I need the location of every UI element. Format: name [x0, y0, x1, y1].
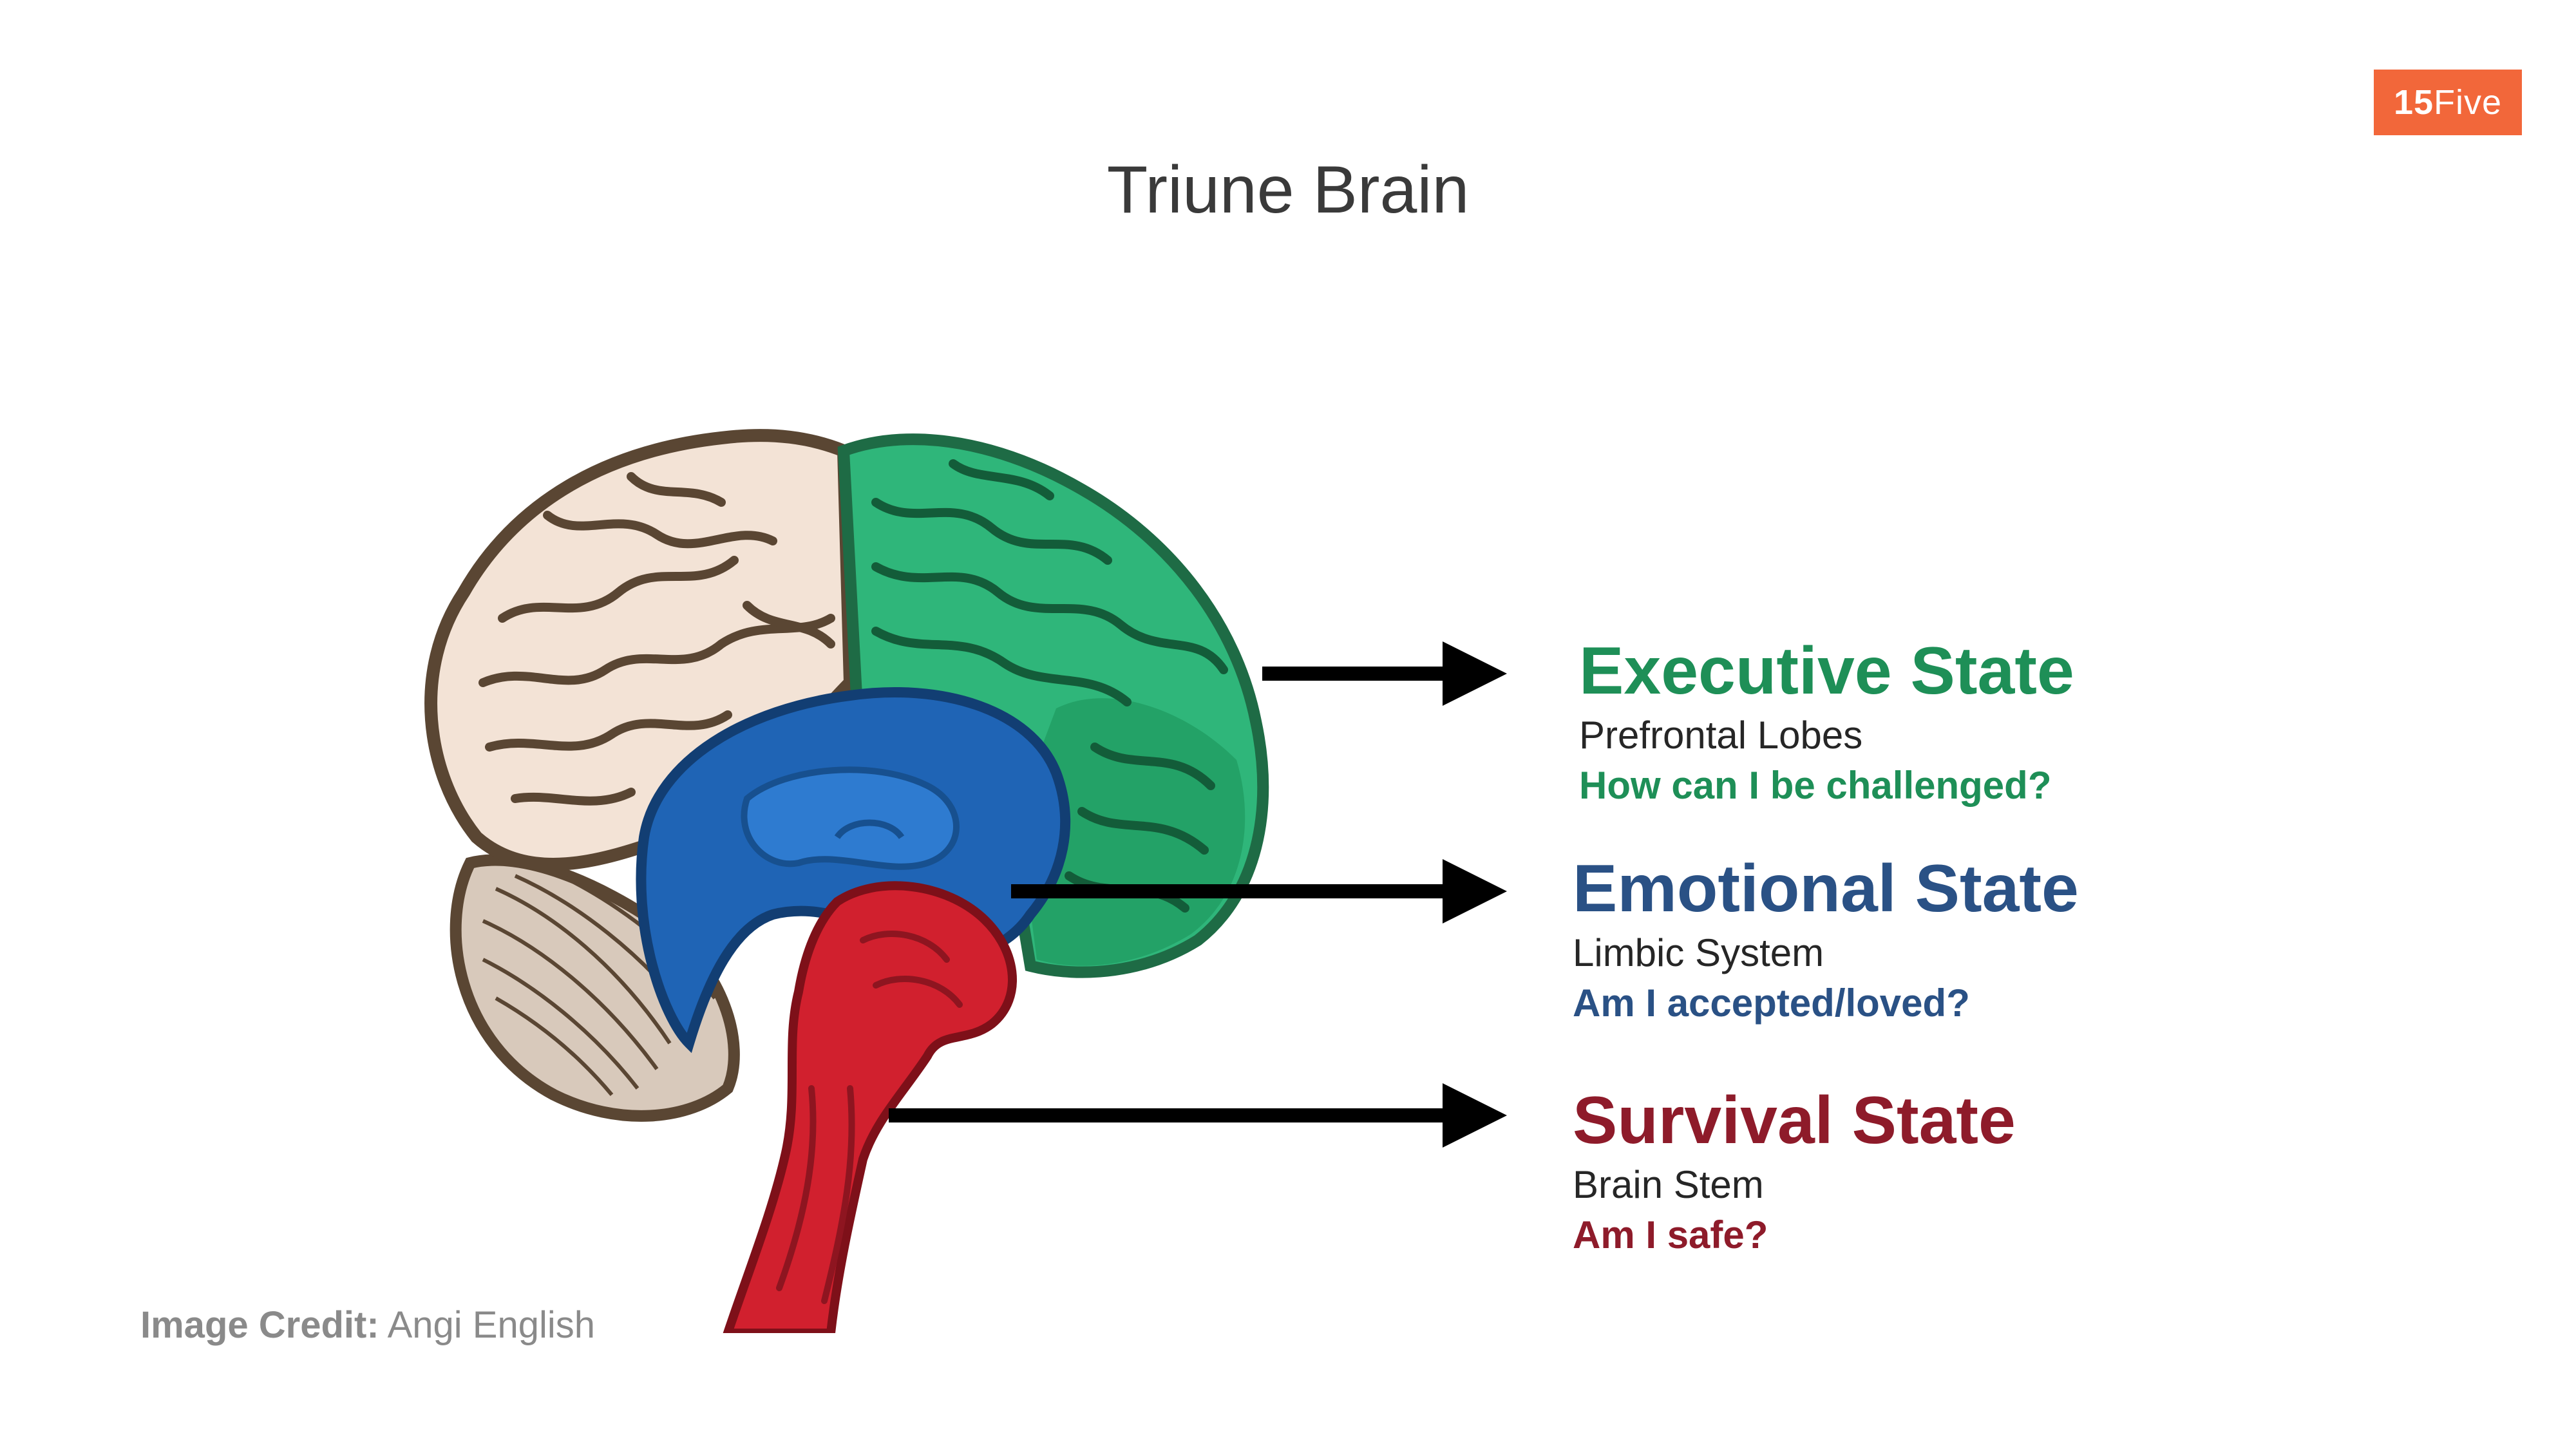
executive-state-question: How can I be challenged? [1579, 764, 2052, 807]
cerebellum-folds [482, 867, 717, 1096]
executive-state-region: Prefrontal Lobes [1579, 714, 1863, 757]
emotional-state-heading: Emotional State [1573, 851, 2079, 926]
limbic-highlight [741, 766, 960, 870]
survival-state-heading: Survival State [1573, 1083, 2016, 1158]
brain-illustration [424, 429, 1269, 1333]
emotional-state-block: Emotional State Limbic System Am I accep… [1573, 855, 2079, 1023]
logo-number: 15 [2393, 83, 2434, 122]
image-credit-label: Image Credit: [140, 1304, 379, 1346]
survival-state-block: Survival State Brain Stem Am I safe? [1573, 1087, 2016, 1255]
image-credit-name: Angi English [387, 1304, 595, 1346]
survival-arrow [889, 1083, 1507, 1148]
cortex-back-gyri [478, 472, 835, 806]
logo-word: Five [2434, 83, 2503, 122]
executive-state-heading: Executive State [1579, 634, 2074, 708]
page-title: Triune Brain [1106, 153, 1470, 227]
survival-state-question: Am I safe? [1573, 1213, 1768, 1256]
limbic-inner [834, 819, 905, 840]
survival-state-region: Brain Stem [1573, 1163, 1764, 1206]
executive-arrow [1262, 641, 1507, 706]
emotional-arrow [1011, 859, 1507, 923]
emotional-state-region: Limbic System [1573, 931, 1824, 974]
cortex-prefrontal-gyri [871, 459, 1228, 913]
emotional-state-question: Am I accepted/loved? [1573, 981, 1970, 1025]
brain-stem-detail [776, 931, 963, 1304]
cerebellum [450, 854, 740, 1122]
executive-state-block: Executive State Prefrontal Lobes How can… [1579, 638, 2074, 805]
image-credit: Image Credit: Angi English [140, 1303, 595, 1347]
